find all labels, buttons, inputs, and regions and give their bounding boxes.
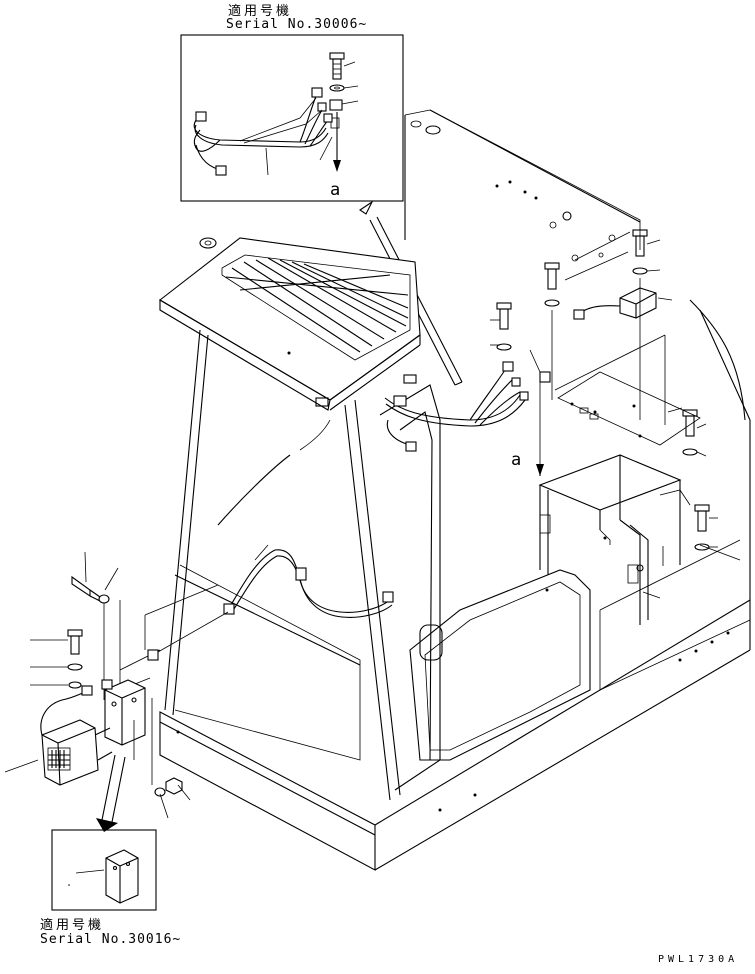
right-hardware (490, 229, 718, 599)
bottom-inset (51, 829, 157, 911)
mounting-bracket (538, 334, 741, 625)
bolt-g (67, 629, 83, 655)
bottom-inset-applicability-label: 適用号機 (40, 918, 105, 933)
inset-washer (329, 84, 345, 92)
cab-roof (159, 237, 421, 411)
bottom-inset-serial-label: Serial No.30016~ (40, 932, 182, 947)
top-inset (180, 34, 404, 202)
bolt-d (682, 409, 698, 456)
bolt-e (694, 504, 710, 551)
bolt-f (71, 575, 101, 602)
lamp-bracket (104, 679, 146, 746)
inset-wire-harness (193, 87, 333, 176)
relay-unit (573, 287, 657, 320)
bolt-a (632, 229, 648, 420)
top-inset-view-marker: a (330, 180, 341, 200)
top-inset-frame (180, 34, 404, 202)
bolt-c (496, 302, 512, 351)
cab-frame (159, 109, 751, 871)
bottom-inset-frame (51, 829, 157, 911)
drawing-code: PWL1730A (658, 954, 739, 965)
bolt-b (544, 262, 560, 400)
work-lamp (40, 679, 113, 786)
top-inset-serial-label: Serial No.30006~ (226, 17, 368, 32)
inset-clip (329, 99, 343, 111)
main-view-marker: a (511, 450, 522, 470)
left-hardware (4, 551, 229, 832)
main-wire-harness (223, 361, 529, 618)
inset-bolt (329, 52, 345, 80)
top-inset-applicability-label: 適用号機 (228, 4, 293, 19)
